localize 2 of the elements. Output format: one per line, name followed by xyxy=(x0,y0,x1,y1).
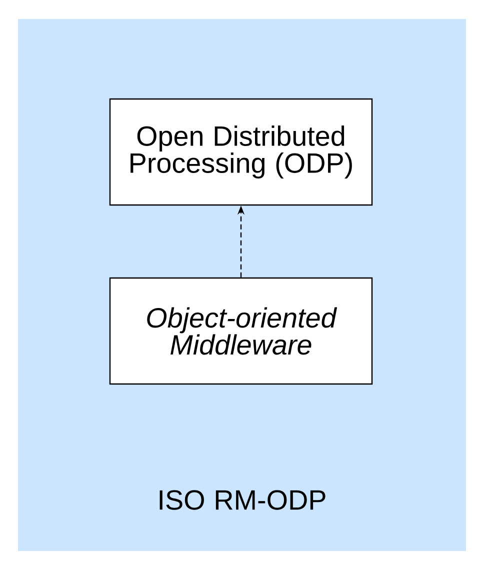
process-box: Object-oriented Middleware xyxy=(109,277,373,385)
process-box: Open Distributed Processing (ODP) xyxy=(109,98,373,206)
